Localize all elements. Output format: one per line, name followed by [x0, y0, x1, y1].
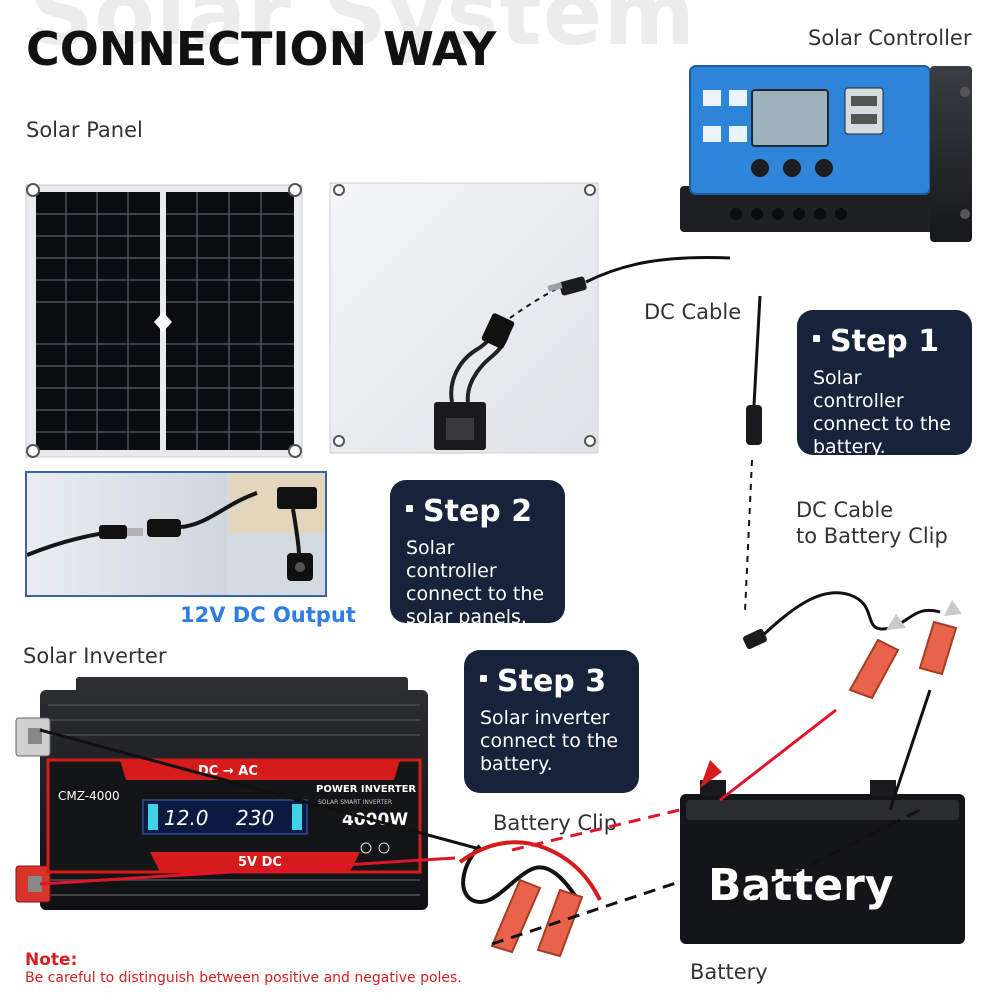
battery-device: Battery — [680, 689, 965, 944]
watermark-text: Solar System — [30, 0, 696, 65]
step-1-box: Step 1 Solar controller connect to the b… — [797, 310, 972, 458]
inverter-usb-text: 5V DC — [238, 855, 282, 870]
note-heading: Note: — [25, 950, 78, 970]
inverter-to-battery-wires — [39, 728, 689, 958]
battery-label: Battery — [690, 960, 768, 984]
solar-inverter-label: Solar Inverter — [23, 644, 167, 668]
solar-panel-front — [25, 183, 303, 458]
bullet-icon — [813, 335, 820, 342]
dc-cable-panel-controller — [547, 256, 731, 296]
dc-cable-label: DC Cable — [644, 300, 742, 324]
step-2-box: Step 2 Solar controller connect to the s… — [390, 480, 565, 628]
step-3-heading: Step 3 — [480, 664, 623, 699]
inverter-model-text: CMZ-4000 — [58, 789, 120, 803]
step-3-box: Step 3 Solar inverter connect to the bat… — [464, 650, 639, 793]
step-3-body: Solar inverter connect to the battery. — [480, 707, 619, 775]
dc-output-photo — [25, 471, 327, 597]
solar-controller-label: Solar Controller — [808, 26, 972, 50]
page-title: CONNECTION WAY — [26, 22, 497, 76]
dc-cable-controller-battery — [744, 295, 762, 613]
solar-panel-back — [329, 182, 599, 454]
step-3-heading-text: Step 3 — [497, 664, 607, 699]
dc-output-photo-art — [27, 473, 325, 595]
step-1-heading-text: Step 1 — [830, 324, 940, 359]
step-1-body: Solar controller connect to the battery. — [813, 367, 952, 458]
battery-clips-upper — [743, 591, 962, 700]
inverter-dc-ac-text: DC → AC — [198, 764, 258, 779]
inverter-power-label: POWER INVERTER — [316, 784, 416, 795]
note-text: Be careful to distinguish between positi… — [25, 970, 462, 986]
solar-panel-label: Solar Panel — [26, 118, 143, 142]
bullet-icon — [480, 675, 487, 682]
bullet-icon — [406, 505, 413, 512]
dc-cable-battery-clip-label: DC Cable to Battery Clip — [796, 498, 948, 548]
inverter-sub-label: SOLAR SMART INVERTER — [318, 799, 392, 806]
step-2-heading: Step 2 — [406, 494, 549, 529]
step-1-heading: Step 1 — [813, 324, 956, 359]
solar-controller-device — [680, 65, 972, 242]
dc-output-label: 12V DC Output — [180, 603, 356, 627]
step-2-body: Solar controller connect to the solar pa… — [406, 537, 545, 628]
inverter-lcd-left: 12.0 — [164, 806, 209, 830]
solar-inverter-device: CMZ-4000 POWER INVERTER SOLAR SMART INVE… — [15, 677, 428, 910]
step-2-heading-text: Step 2 — [423, 494, 533, 529]
inverter-lcd-right: 230 — [236, 806, 274, 830]
